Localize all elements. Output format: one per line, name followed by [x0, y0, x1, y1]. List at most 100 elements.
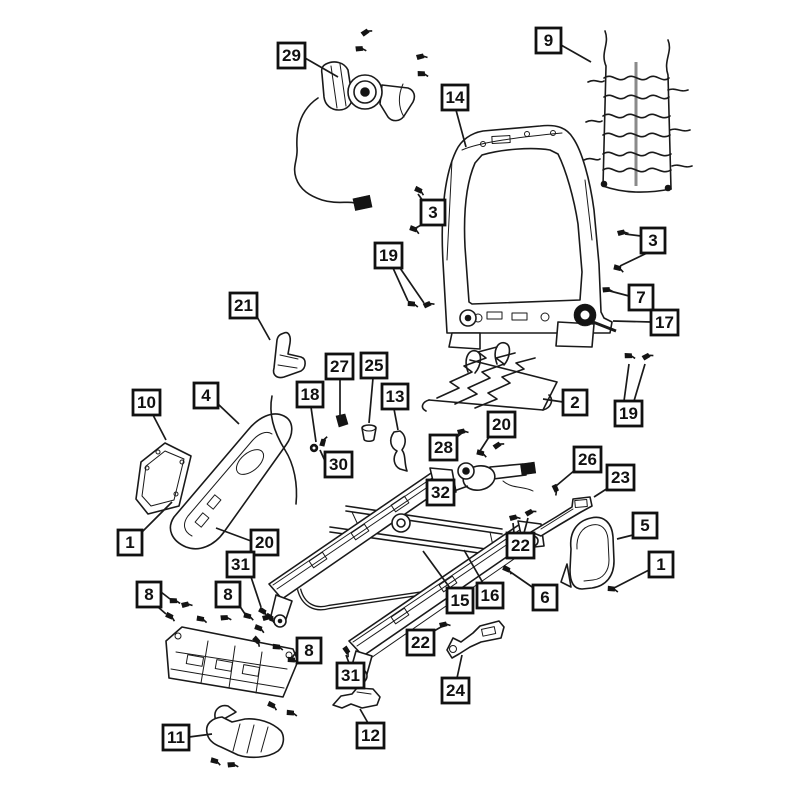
callout-label: 20	[492, 415, 511, 434]
spring-zigzag	[454, 352, 516, 405]
callout-label: 26	[578, 450, 597, 469]
callout-2: 2	[542, 388, 589, 417]
motor-shaft	[360, 87, 370, 97]
callout-3-right: 3	[619, 226, 667, 267]
motor-left-pad	[320, 61, 353, 111]
callout-6: 6	[508, 570, 559, 612]
bumper-outline	[361, 424, 377, 443]
callout-label: 18	[301, 385, 320, 404]
callout-22-mid: 22	[505, 517, 536, 560]
spring-end-hooks	[421, 394, 553, 412]
mat-zigzag	[603, 94, 670, 100]
callout-11: 11	[161, 723, 213, 752]
callout-32: 32	[425, 478, 469, 507]
recliner-bracket	[389, 430, 408, 472]
callout-label: 27	[330, 357, 349, 376]
callout-31-left: 31	[225, 550, 262, 608]
frame-hole	[540, 312, 550, 322]
panel-hole	[144, 465, 150, 471]
screw-icon	[421, 299, 436, 310]
callout-label: 8	[223, 585, 232, 604]
callout-label: 4	[201, 386, 211, 405]
inner-side-shield	[560, 516, 615, 590]
frame-slot	[486, 311, 503, 320]
motor-wire	[502, 480, 534, 492]
screw-icon	[491, 439, 506, 451]
bracket24-outline	[446, 620, 505, 659]
frame-hole	[480, 141, 486, 147]
callout-25: 25	[359, 351, 389, 424]
callout-label: 14	[446, 88, 465, 107]
callout-label: 11	[167, 728, 185, 747]
callout-5: 5	[616, 511, 659, 540]
motor-harness-cable	[293, 97, 359, 205]
callout-label: 6	[540, 588, 549, 607]
callout-17: 17	[612, 308, 680, 337]
screw-icon	[456, 427, 470, 436]
mat-left-wire	[602, 30, 608, 187]
mat-right-wire	[665, 39, 672, 190]
callout-9: 9	[534, 26, 592, 63]
callout-label: 24	[446, 681, 465, 700]
screw-icon	[180, 600, 194, 609]
callout-22-bottom: 22	[405, 626, 442, 657]
callout-19-top: 19	[373, 241, 425, 304]
bracket12-line	[356, 691, 372, 695]
screw-icon	[208, 755, 224, 769]
callout-26: 26	[555, 445, 603, 487]
mat-zigzag	[602, 167, 672, 173]
bumper-top	[362, 424, 376, 432]
panel-outline	[135, 442, 192, 515]
callout-label: 9	[544, 31, 553, 50]
callout-label: 22	[511, 536, 530, 555]
motor-gear-center	[462, 467, 470, 475]
panel-hole	[155, 449, 161, 455]
callout-16: 16	[463, 549, 505, 610]
support-bracket-24	[446, 620, 505, 659]
callout-24: 24	[440, 654, 471, 705]
recliner-arm	[592, 320, 617, 333]
pan-slot	[241, 664, 261, 677]
screw-icon	[640, 350, 655, 362]
shield-outline	[169, 413, 293, 550]
motor-right-wing	[379, 84, 416, 122]
pan-slot	[214, 659, 234, 672]
panel-hole	[173, 491, 179, 497]
callout-label: 29	[282, 46, 301, 65]
callout-28: 28	[428, 432, 463, 462]
bracket-slot	[574, 498, 588, 509]
callout-label: 7	[636, 288, 645, 307]
spring-zigzag	[436, 346, 498, 399]
clip-27	[335, 413, 349, 428]
screw-icon	[359, 26, 374, 38]
screw-icon	[167, 595, 182, 607]
small-bracket-12	[332, 687, 381, 709]
callout-label: 32	[431, 483, 450, 502]
callout-20-left: 20	[215, 527, 280, 557]
callout-29: 29	[276, 41, 339, 78]
pan-hole	[174, 632, 182, 640]
shield11-ribs	[232, 723, 269, 754]
rail-detail	[350, 523, 370, 541]
outer-side-shield	[169, 413, 293, 550]
callout-label: 16	[481, 586, 500, 605]
bracket24-slot	[481, 626, 497, 637]
seat-back-frame	[441, 124, 617, 350]
shield5-outline	[569, 516, 615, 590]
bumper-25	[361, 424, 377, 443]
shield5-tab	[560, 563, 572, 588]
shield-slot	[194, 512, 210, 528]
callout-1-left: 1	[116, 501, 173, 557]
left-rail-lines	[272, 471, 445, 590]
mat-zigzag	[602, 151, 672, 157]
grommet-18-icon	[309, 443, 319, 453]
harness-connector	[352, 194, 373, 211]
wing-detail	[398, 83, 405, 118]
inner-trim-panel	[135, 442, 192, 515]
callout-8-left: 8	[135, 580, 171, 615]
recliner-center	[580, 310, 590, 320]
screw-icon	[163, 609, 178, 624]
callout-label: 30	[329, 455, 348, 474]
